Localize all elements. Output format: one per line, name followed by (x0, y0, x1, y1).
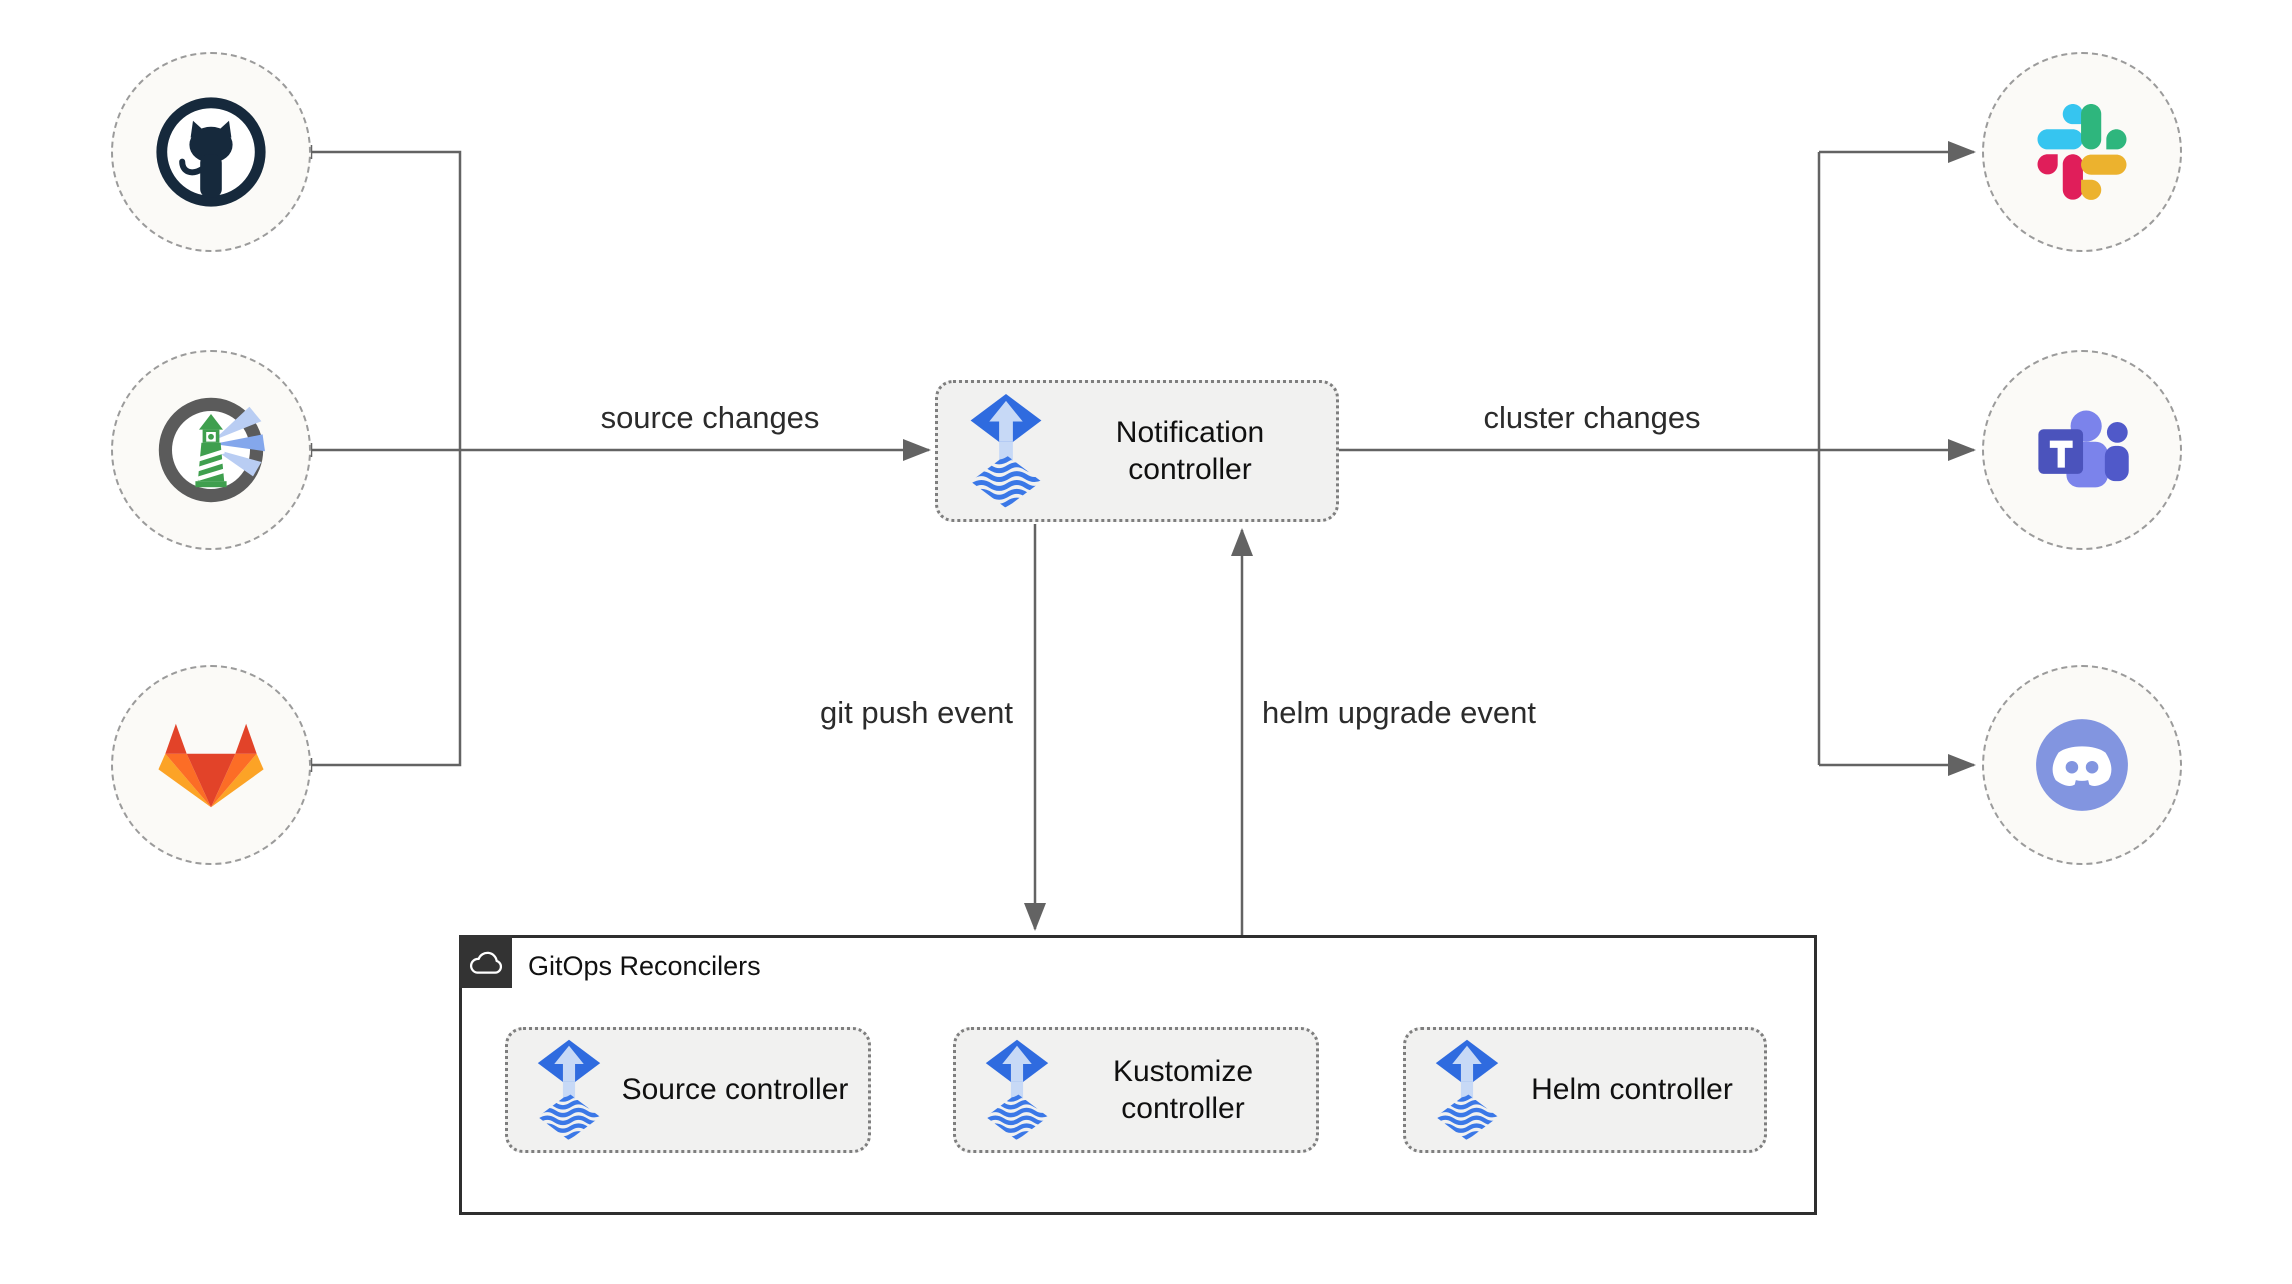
microsoft-teams-icon (2038, 410, 2129, 488)
slack-icon (2037, 104, 2127, 200)
notification-controller-node: Notification controller (935, 380, 1339, 522)
source-node-gitlab (111, 665, 311, 865)
notifier-node-slack (1982, 52, 2182, 252)
left-bracket-line (311, 150, 462, 767)
kustomize-controller-label: Kustomize controller (1112, 1054, 1254, 1126)
flux-icon (1435, 1039, 1499, 1141)
kustomize-controller-node: Kustomize controller (953, 1027, 1319, 1153)
edge-label-helm-upgrade-event: helm upgrade event (1262, 695, 1537, 730)
notification-controller-label: Notification controller (1115, 415, 1265, 487)
flux-icon (985, 1039, 1049, 1141)
source-node-harbor (111, 350, 311, 550)
notifier-node-discord (1982, 665, 2182, 865)
source-controller-label: Source controller (621, 1073, 849, 1107)
edge-label-source-changes: source changes (600, 400, 820, 435)
source-controller-node: Source controller (505, 1027, 871, 1153)
flux-icon (970, 393, 1042, 509)
helm-controller-node: Helm controller (1403, 1027, 1767, 1153)
harbor-icon (158, 397, 265, 503)
gitlab-icon (158, 723, 264, 808)
source-node-github (111, 52, 311, 252)
gitops-badge (459, 935, 512, 988)
helm-controller-label: Helm controller (1531, 1073, 1733, 1107)
github-icon (156, 97, 266, 207)
edge-label-git-push-event: git push event (819, 695, 1013, 730)
discord-icon (2036, 719, 2128, 811)
cloud-icon (469, 951, 502, 974)
notifier-node-teams (1982, 350, 2182, 550)
flux-icon (537, 1039, 601, 1141)
edge-label-cluster-changes: cluster changes (1483, 400, 1701, 435)
gitops-reconcilers-title: GitOps Reconcilers (528, 951, 761, 981)
